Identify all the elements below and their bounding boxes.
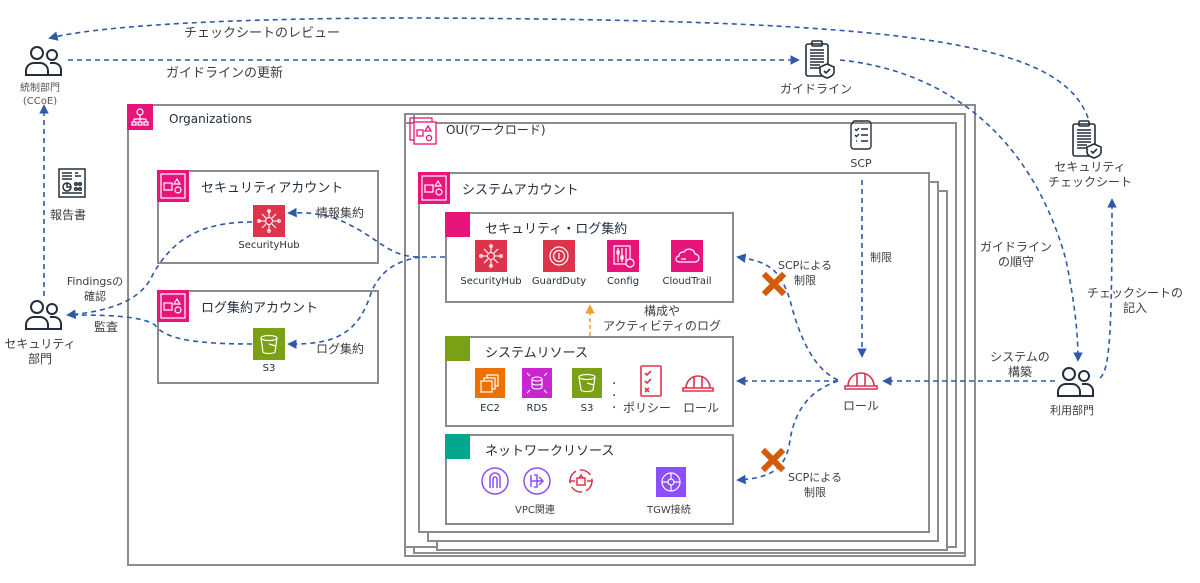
- flow-label-info-aggregation: 情報集約: [316, 206, 365, 220]
- ec2-icon: [475, 368, 505, 398]
- ccoe-users-icon: [24, 44, 64, 78]
- user-dept-users-icon: [1056, 365, 1096, 399]
- scp-bottom-line2: 制限: [804, 486, 826, 499]
- tgw-label: TGW接続: [647, 505, 691, 516]
- ccoe-label-line1: 統制部門: [20, 83, 60, 94]
- service-label: EC2: [480, 403, 500, 414]
- flow-label-scp-restrict-top: SCPによる 制限: [770, 258, 840, 288]
- policy-icon: [636, 364, 666, 398]
- role-label: ロール: [683, 401, 720, 415]
- build-line2: 構築: [1007, 365, 1032, 379]
- system-account-title: システムアカウント: [462, 183, 579, 198]
- rds-icon: [522, 368, 552, 398]
- network-resources-title: ネットワークリソース: [485, 444, 615, 459]
- report-label: 報告書: [50, 208, 87, 222]
- flow-label-restrict: 制限: [870, 251, 892, 264]
- nat-gateway-icon: [522, 466, 552, 496]
- fill-line1: チェックシートの: [1086, 286, 1183, 300]
- compliance-line1: ガイドライン: [979, 240, 1052, 254]
- security-dept-label-line1: セキュリティ: [4, 337, 76, 351]
- securityhub-icon: [253, 205, 285, 237]
- network-firewall-icon: [566, 466, 596, 496]
- compliance-line2: の順守: [997, 255, 1034, 269]
- security-dept-users-icon: [24, 298, 64, 332]
- ccoe-label-line2: (CCoE): [22, 96, 58, 107]
- s3-icon: [253, 328, 285, 360]
- ellipsis-dots: ···: [612, 376, 617, 416]
- flow-label-system-build: システムの 構築: [980, 350, 1060, 380]
- flow-label-checksheet-review: チェックシートのレビュー: [184, 26, 341, 41]
- flow-label-findings: Findingsの 確認: [60, 274, 130, 304]
- internet-gateway-icon: [480, 466, 510, 496]
- securityhub-icon: [475, 240, 507, 272]
- ccoe-label: 統制部門 (CCoE): [10, 82, 70, 108]
- flow-label-guideline-update: ガイドラインの更新: [166, 66, 284, 81]
- service-label: SecurityHub: [460, 276, 522, 287]
- policy-label: ポリシー: [623, 401, 672, 415]
- scp-top-line2: 制限: [794, 274, 816, 287]
- security-checksheet-icon: [1070, 120, 1104, 160]
- group-color-tag: [445, 212, 470, 237]
- role-icon: [680, 368, 716, 396]
- group-color-tag: [445, 336, 470, 361]
- user-dept-label: 利用部門: [1050, 404, 1094, 417]
- ou-title: OU(ワークロード): [446, 123, 546, 137]
- flow-label-checksheet-fill: チェックシートの 記入: [1080, 286, 1190, 316]
- account-icon: [157, 290, 189, 322]
- scp-document-icon: [849, 120, 873, 150]
- service-label: RDS: [526, 403, 548, 414]
- security-checksheet-label: セキュリティ チェックシート: [1040, 160, 1140, 190]
- findings-line1: Findingsの: [66, 275, 124, 288]
- service-label: GuardDuty: [531, 276, 587, 287]
- organizations-title: Organizations: [169, 112, 252, 126]
- guideline-label: ガイドライン: [780, 82, 853, 96]
- account-icon: [157, 170, 189, 202]
- organizations-icon: [127, 104, 153, 130]
- findings-line2: 確認: [84, 290, 106, 303]
- s3-label: S3: [262, 363, 276, 374]
- checksheet-label-line2: チェックシート: [1047, 175, 1132, 189]
- scp-bottom-line1: SCPによる: [788, 471, 842, 484]
- group-color-tag: [445, 434, 470, 459]
- scp-top-line1: SCPによる: [778, 259, 832, 272]
- service-label: Config: [606, 276, 640, 287]
- config-icon: [607, 240, 639, 272]
- security-dept-label: セキュリティ 部門: [0, 337, 80, 367]
- security-dept-label-line2: 部門: [27, 352, 52, 366]
- report-icon: [57, 167, 87, 199]
- service-label: CloudTrail: [662, 276, 712, 287]
- securityhub-label: SecurityHub: [238, 240, 300, 251]
- log-account-title: ログ集約アカウント: [201, 301, 319, 316]
- role-center-label: ロール: [843, 399, 880, 413]
- account-icon: [418, 172, 450, 204]
- flow-label-scp-restrict-bottom: SCPによる 制限: [780, 470, 850, 500]
- scp-label: SCP: [850, 157, 872, 170]
- flow-label-config-activity: 構成や アクティビティのログ: [596, 304, 728, 334]
- security-log-title: セキュリティ・ログ集約: [485, 222, 628, 237]
- flow-label-guideline-compliance: ガイドライン の順守: [976, 240, 1056, 270]
- flow-label-log-aggregation: ログ集約: [316, 342, 365, 356]
- security-account-title: セキュリティアカウント: [201, 181, 344, 196]
- ou-icon: [408, 116, 438, 146]
- transit-gateway-icon: [656, 467, 686, 497]
- build-line1: システムの: [990, 350, 1050, 364]
- fill-line2: 記入: [1122, 301, 1147, 315]
- system-resources-title: システムリソース: [485, 346, 588, 361]
- service-label: S3: [580, 403, 594, 414]
- checksheet-label-line1: セキュリティ: [1054, 160, 1126, 174]
- guardduty-icon: [543, 240, 575, 272]
- s3-icon: [572, 368, 602, 398]
- config-activity-line1: 構成や: [643, 304, 680, 318]
- cloudtrail-icon: [671, 240, 703, 272]
- config-activity-line2: アクティビティのログ: [603, 319, 721, 333]
- vpc-label: VPC関連: [515, 505, 555, 516]
- guideline-icon: [803, 40, 837, 80]
- role-center-icon: [842, 368, 880, 392]
- flow-label-audit: 監査: [94, 320, 119, 334]
